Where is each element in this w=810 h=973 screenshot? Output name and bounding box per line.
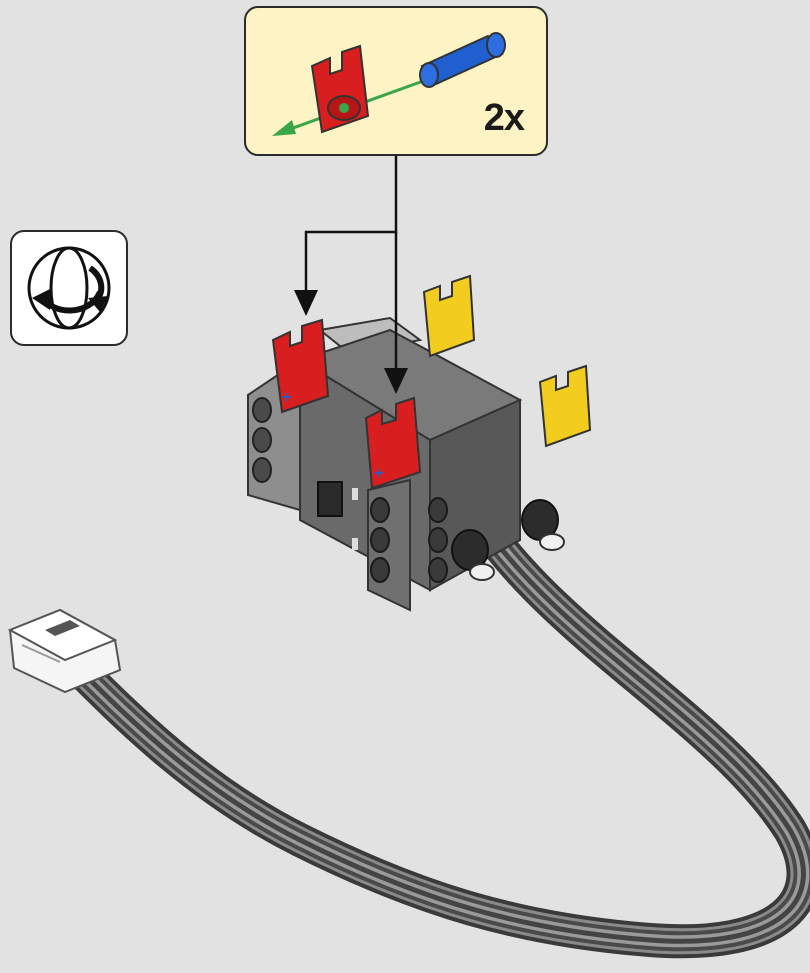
yellow-connector-icon bbox=[422, 274, 592, 448]
cable-icon bbox=[53, 503, 810, 959]
svg-text:+: + bbox=[282, 389, 291, 406]
blue-axle-pin-icon bbox=[419, 32, 506, 88]
callout-parts-icon bbox=[272, 32, 506, 136]
red-connector-icon bbox=[310, 44, 370, 134]
red-connector-icon: + bbox=[364, 396, 422, 490]
rotate-model-icon bbox=[27, 246, 111, 330]
placement-arrow-icon bbox=[304, 156, 398, 370]
arrowhead-icon bbox=[294, 290, 408, 394]
rotate-indicator bbox=[10, 230, 128, 346]
svg-text:+: + bbox=[374, 465, 383, 482]
quantity-label: 2x bbox=[483, 97, 525, 139]
parts-callout: 2x bbox=[244, 6, 548, 156]
cable-plug-icon bbox=[7, 608, 122, 694]
red-connector-icon: + bbox=[271, 318, 330, 414]
